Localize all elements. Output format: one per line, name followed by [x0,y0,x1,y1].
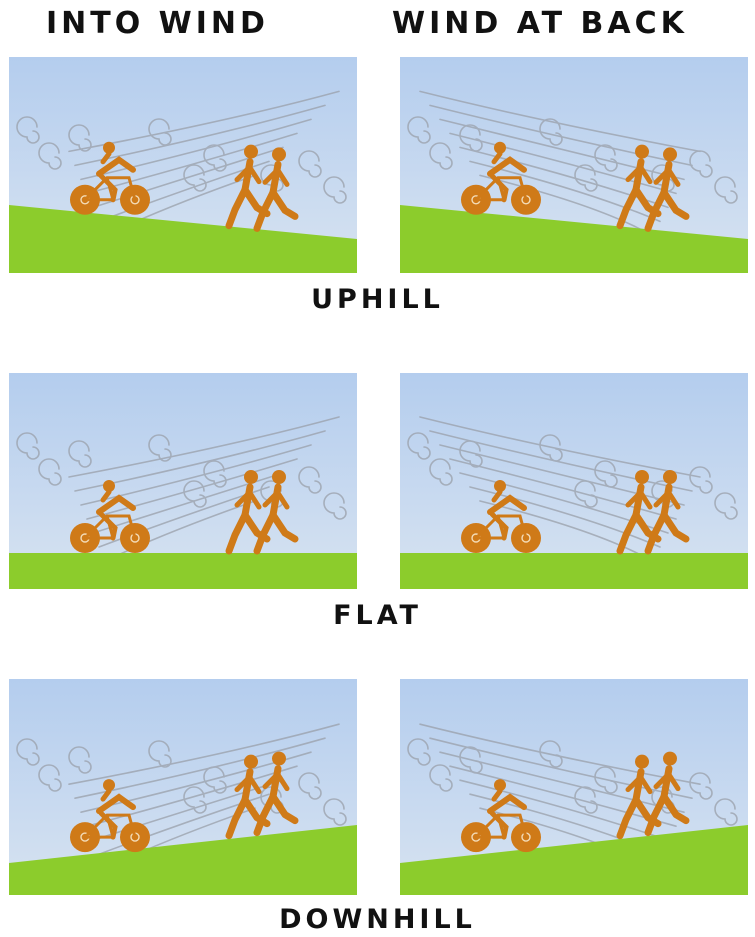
panel-downhill-wind-at-back [400,679,748,895]
panel-flat-wind-at-back [400,373,748,589]
panel-downhill-into-wind [9,679,357,895]
grass-ground [9,553,357,589]
column-title-wind-at-back: WIND AT BACK [392,6,688,41]
panel-uphill-into-wind [9,57,357,273]
row-label-downhill: DOWNHILL [0,904,755,935]
column-title-into-wind: INTO WIND [46,6,269,41]
row-label-flat: FLAT [0,600,755,631]
row-label-uphill: UPHILL [0,284,755,315]
panel-flat-into-wind [9,373,357,589]
grass-ground [400,553,748,589]
panel-uphill-wind-at-back [400,57,748,273]
